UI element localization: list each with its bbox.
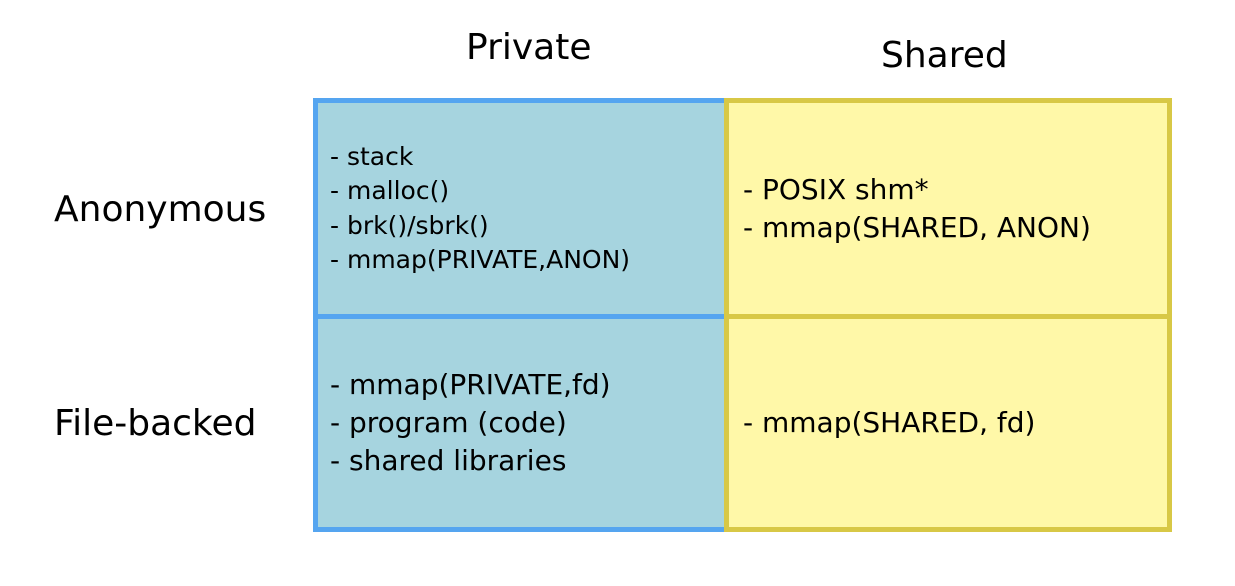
list-item: - mmap(PRIVATE,fd) xyxy=(330,368,611,401)
cell-anonymous-private: - stack - malloc() - brk()/sbrk() - mmap… xyxy=(313,98,729,319)
anonymous-shared-list: - POSIX shm* - mmap(SHARED, ANON) xyxy=(743,171,1091,247)
cell-file-backed-private: - mmap(PRIVATE,fd) - program (code) - sh… xyxy=(313,314,729,532)
column-header-shared: Shared xyxy=(881,35,1008,76)
column-header-private: Private xyxy=(466,27,592,68)
list-item: - malloc() xyxy=(330,176,450,205)
list-item: - mmap(SHARED, ANON) xyxy=(743,210,1091,244)
list-item: - POSIX shm* xyxy=(743,172,929,206)
anonymous-private-list: - stack - malloc() - brk()/sbrk() - mmap… xyxy=(330,140,630,278)
list-item: - brk()/sbrk() xyxy=(330,210,489,240)
cell-anonymous-shared: - POSIX shm* - mmap(SHARED, ANON) xyxy=(724,98,1172,319)
file-backed-private-list: - mmap(PRIVATE,fd) - program (code) - sh… xyxy=(330,366,611,480)
row-header-anonymous: Anonymous xyxy=(54,189,267,230)
list-item: - program (code) xyxy=(330,406,567,439)
cell-file-backed-shared: - mmap(SHARED, fd) xyxy=(724,314,1172,532)
file-backed-shared-list: - mmap(SHARED, fd) xyxy=(743,404,1035,442)
list-item: - stack xyxy=(330,141,414,171)
row-header-file-backed: File-backed xyxy=(54,403,257,444)
list-item: - mmap(SHARED, fd) xyxy=(743,406,1036,439)
list-item: - shared libraries xyxy=(330,444,567,477)
list-item: - mmap(PRIVATE,ANON) xyxy=(330,245,631,274)
